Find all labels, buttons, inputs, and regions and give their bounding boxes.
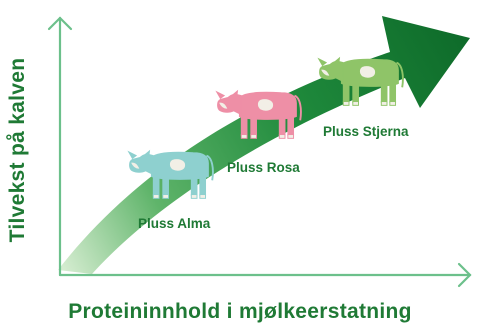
- growth-arrow: [58, 16, 470, 274]
- y-axis-label: Tilvekst på kalven: [6, 58, 30, 243]
- product-label-stjerna: Pluss Stjerna: [323, 124, 409, 139]
- x-axis-label: Proteininnhold i mjølkeerstatning: [0, 300, 480, 324]
- product-label-alma: Pluss Alma: [138, 216, 210, 231]
- product-label-rosa: Pluss Rosa: [227, 160, 300, 175]
